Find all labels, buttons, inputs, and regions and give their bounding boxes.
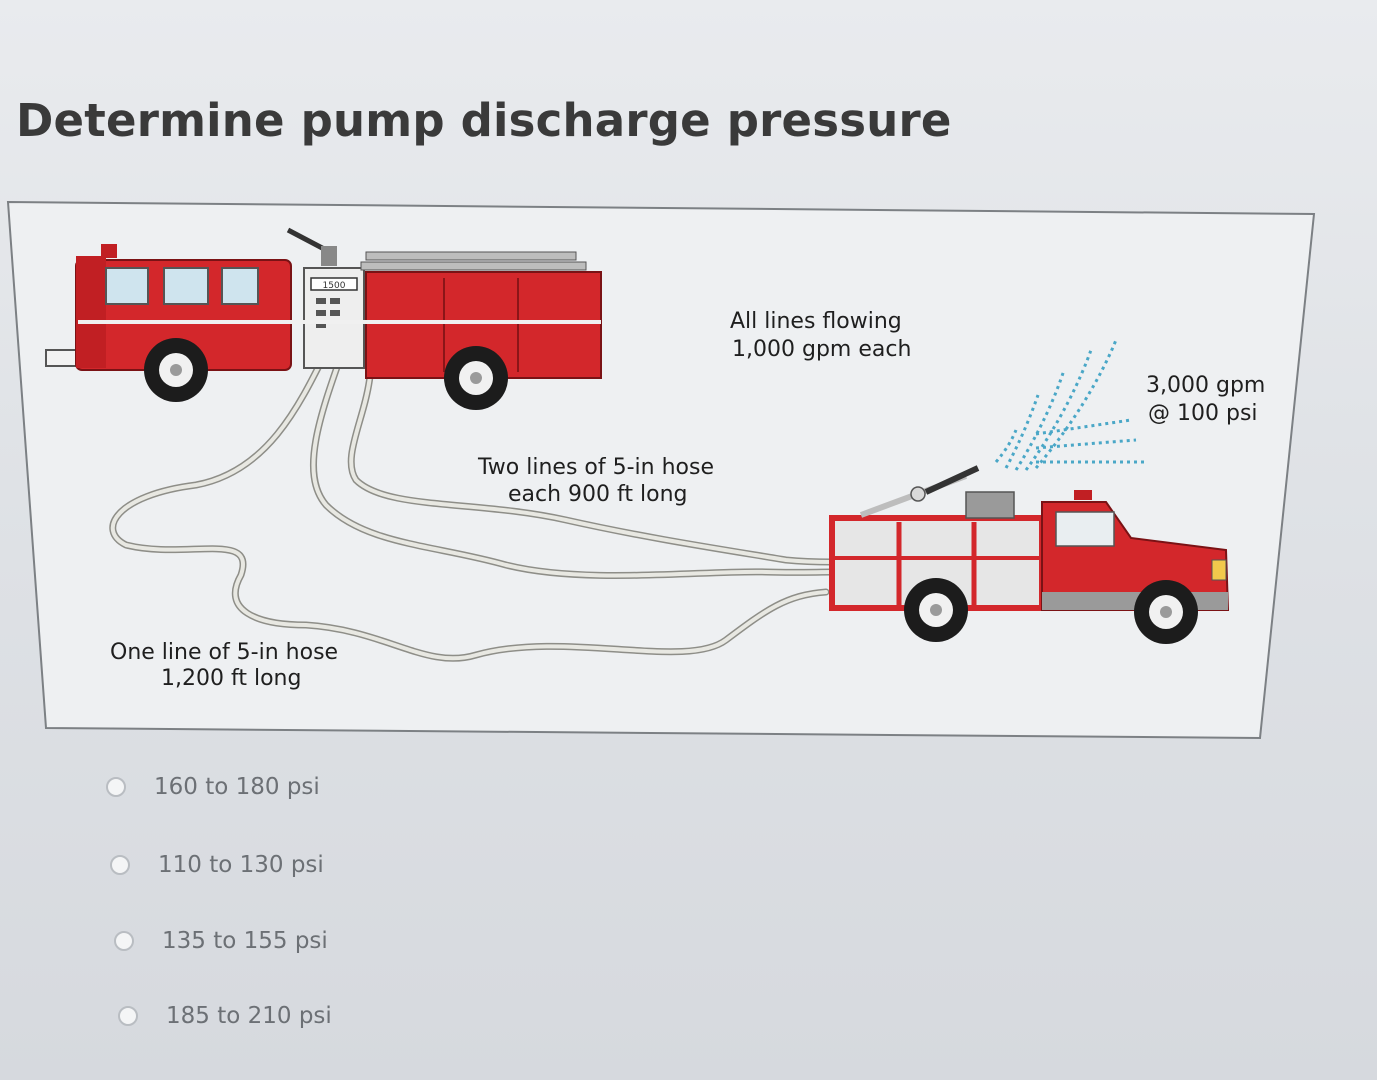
label-all-lines-flowing-1: All lines flowing [730,309,902,334]
radio-button[interactable] [106,777,126,797]
radio-button[interactable] [118,1006,138,1026]
answer-option-label: 110 to 130 psi [158,852,324,878]
answer-option-2[interactable]: 110 to 130 psi [110,852,324,878]
water-spray-stream [994,339,1146,471]
question-title: Determine pump discharge pressure [16,94,952,147]
hose-layout-diagram: 1500 [6,200,1316,740]
answer-option-4[interactable]: 185 to 210 psi [118,1003,332,1029]
radio-button[interactable] [110,855,130,875]
hose-one-line-1200ft [109,324,830,662]
answer-option-3[interactable]: 135 to 155 psi [114,928,328,954]
pump-panel-label: 1500 [323,281,346,291]
answer-option-label: 185 to 210 psi [166,1003,332,1029]
monitor-truck-illustration [829,465,1230,644]
label-one-line-1: One line of 5-in hose [110,640,338,665]
question-figure: 1500 [6,200,1316,740]
radio-button[interactable] [114,931,134,951]
answer-option-label: 160 to 180 psi [154,774,320,800]
answer-option-1[interactable]: 160 to 180 psi [106,774,320,800]
pumper-engine-illustration: 1500 [45,227,602,410]
label-two-lines-1: Two lines of 5-in hose [477,455,714,480]
label-two-lines-2: each 900 ft long [508,482,688,507]
label-one-line-2: 1,200 ft long [161,666,301,691]
label-all-lines-flowing-2: 1,000 gpm each [732,337,911,362]
answer-option-label: 135 to 155 psi [162,928,328,954]
label-monitor-flow-1: 3,000 gpm [1146,373,1265,398]
label-monitor-flow-2: @ 100 psi [1148,401,1258,426]
hose-two-lines-900ft [310,326,836,580]
